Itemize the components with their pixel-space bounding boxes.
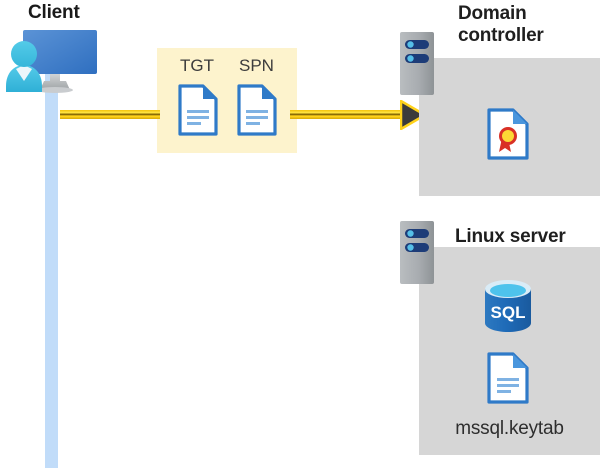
linux-server-server-icon <box>400 221 434 289</box>
client-lifeline <box>45 60 58 468</box>
svg-text:SQL: SQL <box>491 303 526 322</box>
domain-controller-title: Domain controller <box>458 3 544 47</box>
linux-server-title: Linux server <box>455 226 566 247</box>
user-at-monitor-icon <box>4 28 100 94</box>
spn-label: SPN <box>239 56 274 75</box>
spn-document-icon <box>237 84 277 136</box>
client-label: Client <box>28 2 80 23</box>
keytab-document-icon <box>487 352 529 404</box>
domain-controller-server-icon <box>400 32 434 100</box>
tgt-document-icon <box>178 84 218 136</box>
certificate-document-icon <box>487 108 529 160</box>
tgt-label: TGT <box>180 56 214 75</box>
request-arrow-segment-left <box>60 110 160 119</box>
sql-database-icon: SQL <box>481 278 535 334</box>
request-arrow-segment-right <box>290 110 405 119</box>
keytab-filename-label: mssql.keytab <box>455 418 564 439</box>
